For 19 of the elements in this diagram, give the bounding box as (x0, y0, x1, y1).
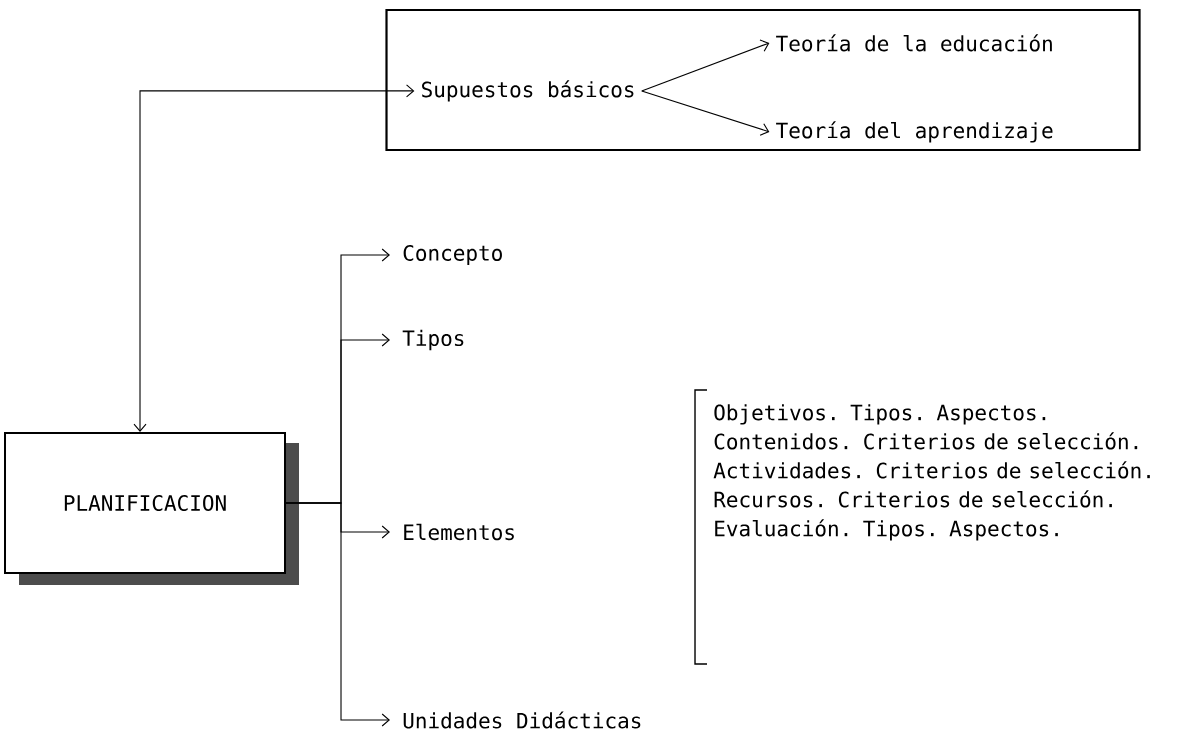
node-text: Unidades Didácticas (403, 711, 641, 729)
label: Objetivos. Tipos. Aspectos. (714, 404, 1046, 425)
label: Contenidos. Criterios de selección. (714, 432, 1138, 450)
frame-box (385, 8, 1141, 152)
arrow (641, 39, 770, 92)
list-text: Objetivos. Tipos. Aspectos. Contenidos. Criterios de selección. Actividades. Criterios de selección. Recursos. Criterios de selección. Evaluación. Tipos. Aspectos. (713, 404, 1150, 541)
node-text: Elementos (404, 523, 514, 541)
arrow (285, 502, 390, 727)
node-text: Concepto (403, 245, 502, 265)
node-text: Teoría de la educación (776, 34, 1052, 52)
node-text: Tipos (402, 329, 464, 351)
arrow (133, 84, 415, 432)
node-text: Supuestos básicos (422, 80, 634, 102)
node-text: Teoría del aprendizaje (776, 121, 1053, 143)
label: Actividades. Criterios de selección. (713, 461, 1150, 479)
arrow (641, 90, 770, 136)
process-box: PLANIFICACION (4, 432, 299, 585)
label: Evaluación. Tipos. Aspectos. (715, 519, 1058, 541)
label: Recursos. Criterios de selección. (714, 490, 1112, 508)
